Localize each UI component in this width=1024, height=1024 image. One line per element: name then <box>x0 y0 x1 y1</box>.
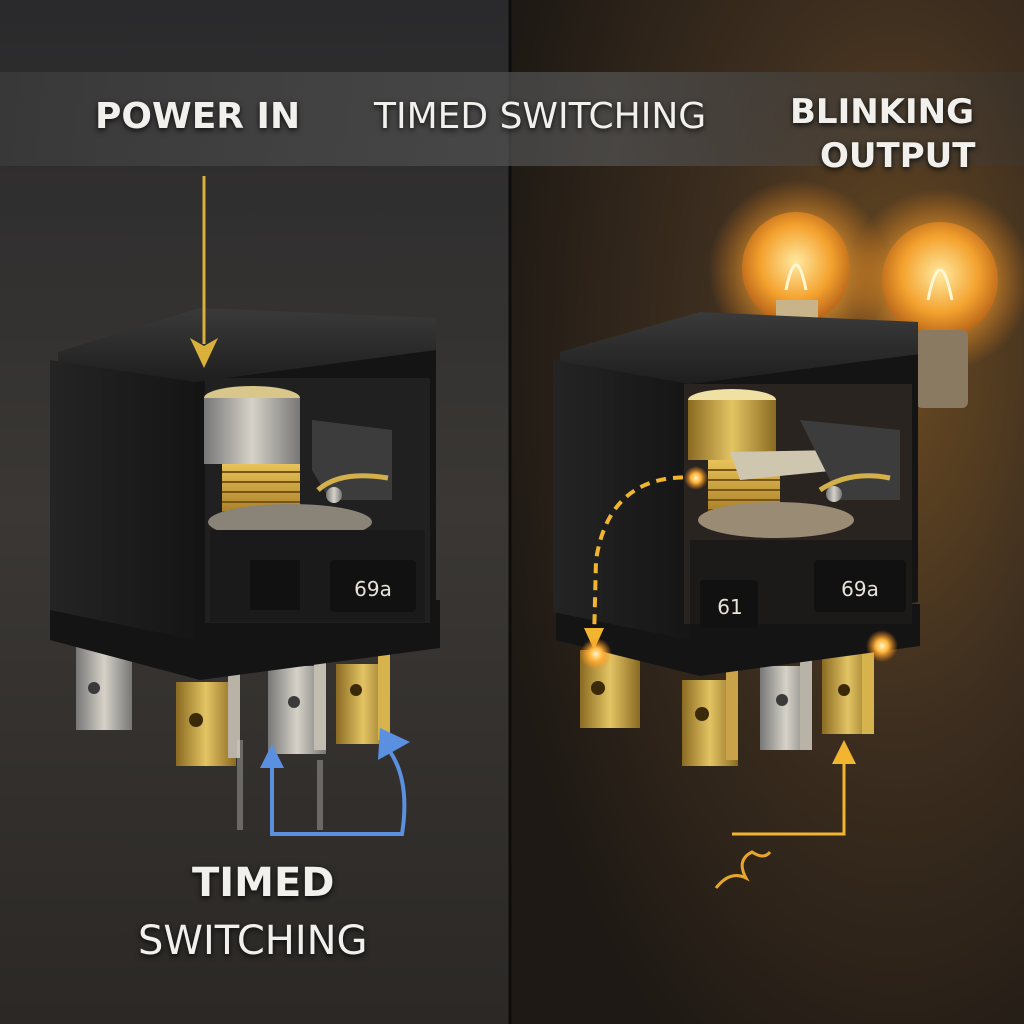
right-relay-marking-left: 61 <box>717 595 742 619</box>
right-relay-top <box>560 312 918 384</box>
spark-left <box>580 638 612 670</box>
left-relay-top <box>58 308 436 382</box>
up-arrow-icon-output <box>732 756 846 836</box>
left-relay-front <box>50 360 195 640</box>
banner-blinking-line2: OUTPUT <box>820 136 976 176</box>
down-arrow-icon <box>190 176 218 368</box>
right-terminals <box>580 624 874 766</box>
caption-switching: SWITCHING <box>138 918 368 964</box>
banner-timed-switching: TIMED SWITCHING <box>374 96 707 137</box>
spark-coil <box>684 466 708 490</box>
title-banner <box>0 72 1024 166</box>
signal-path <box>592 475 701 641</box>
banner-power-in: POWER IN <box>95 96 301 137</box>
right-relay: 61 69a <box>553 312 920 766</box>
left-relay-marking: 69a <box>354 577 392 601</box>
spark-right <box>866 630 898 662</box>
right-relay-front <box>553 360 690 640</box>
right-relay-marking-right: 69a <box>841 577 879 601</box>
banner-blinking-line1: BLINKING <box>790 92 975 132</box>
caption-timed: TIMED <box>192 860 335 906</box>
left-relay: 69a <box>50 308 440 766</box>
